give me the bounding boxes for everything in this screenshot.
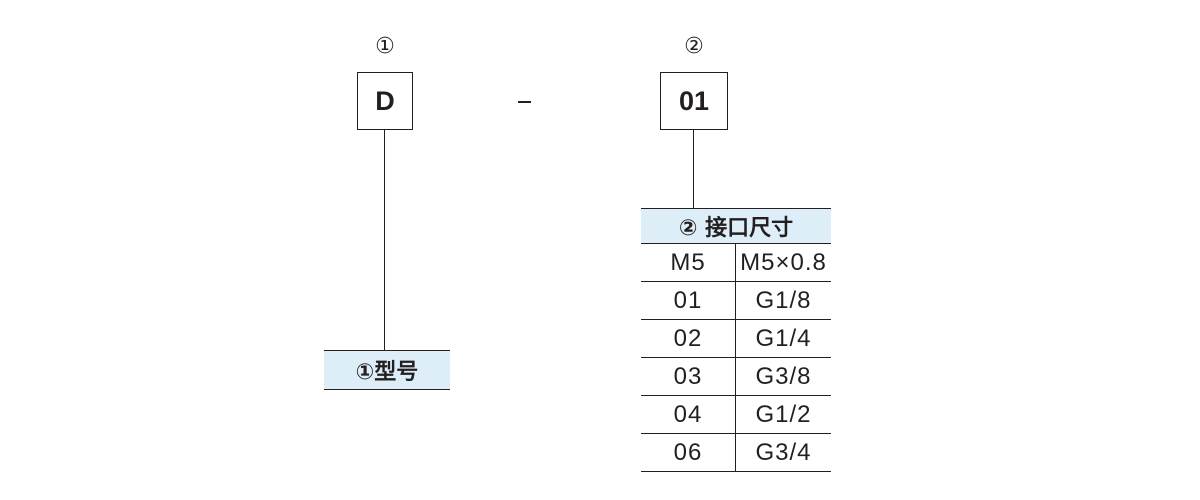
model-code-box: D (357, 72, 413, 130)
model-label-text: ①型号 (355, 360, 419, 385)
port-marker: ② (684, 34, 704, 59)
port-size-header: ② 接口尺寸 (641, 208, 831, 244)
model-leader-line (384, 130, 385, 350)
table-row: 03 G3/8 (641, 358, 831, 396)
thread-size-cell: G1/8 (755, 286, 812, 314)
table-row: 06 G3/4 (641, 434, 831, 472)
port-code-cell: 01 (641, 282, 736, 319)
port-code-box: 01 (660, 72, 728, 130)
port-size-table: ② 接口尺寸 M5 M5×0.8 01 G1/8 02 G1/4 03 G3/8… (641, 208, 831, 472)
port-code: 01 (678, 85, 710, 116)
table-row: 02 G1/4 (641, 320, 831, 358)
port-code-cell: 04 (641, 396, 736, 433)
thread-size-cell: G1/4 (755, 324, 812, 352)
thread-size-cell: G1/2 (755, 400, 812, 428)
port-code-cell: M5 (641, 244, 736, 281)
table-row: 04 G1/2 (641, 396, 831, 434)
port-code-cell: 03 (641, 358, 736, 395)
thread-size-cell: G3/4 (755, 438, 812, 466)
thread-size-cell: G3/8 (755, 362, 812, 390)
port-size-header-text: ② 接口尺寸 (678, 216, 794, 241)
table-row: 01 G1/8 (641, 282, 831, 320)
model-label: ①型号 (324, 350, 450, 390)
model-code: D (375, 85, 395, 116)
model-marker: ① (375, 34, 395, 59)
port-leader-line (693, 130, 694, 208)
port-code-cell: 02 (641, 320, 736, 357)
separator-dash (518, 101, 531, 103)
port-code-cell: 06 (641, 434, 736, 471)
thread-size-cell: M5×0.8 (740, 248, 827, 276)
table-row: M5 M5×0.8 (641, 244, 831, 282)
